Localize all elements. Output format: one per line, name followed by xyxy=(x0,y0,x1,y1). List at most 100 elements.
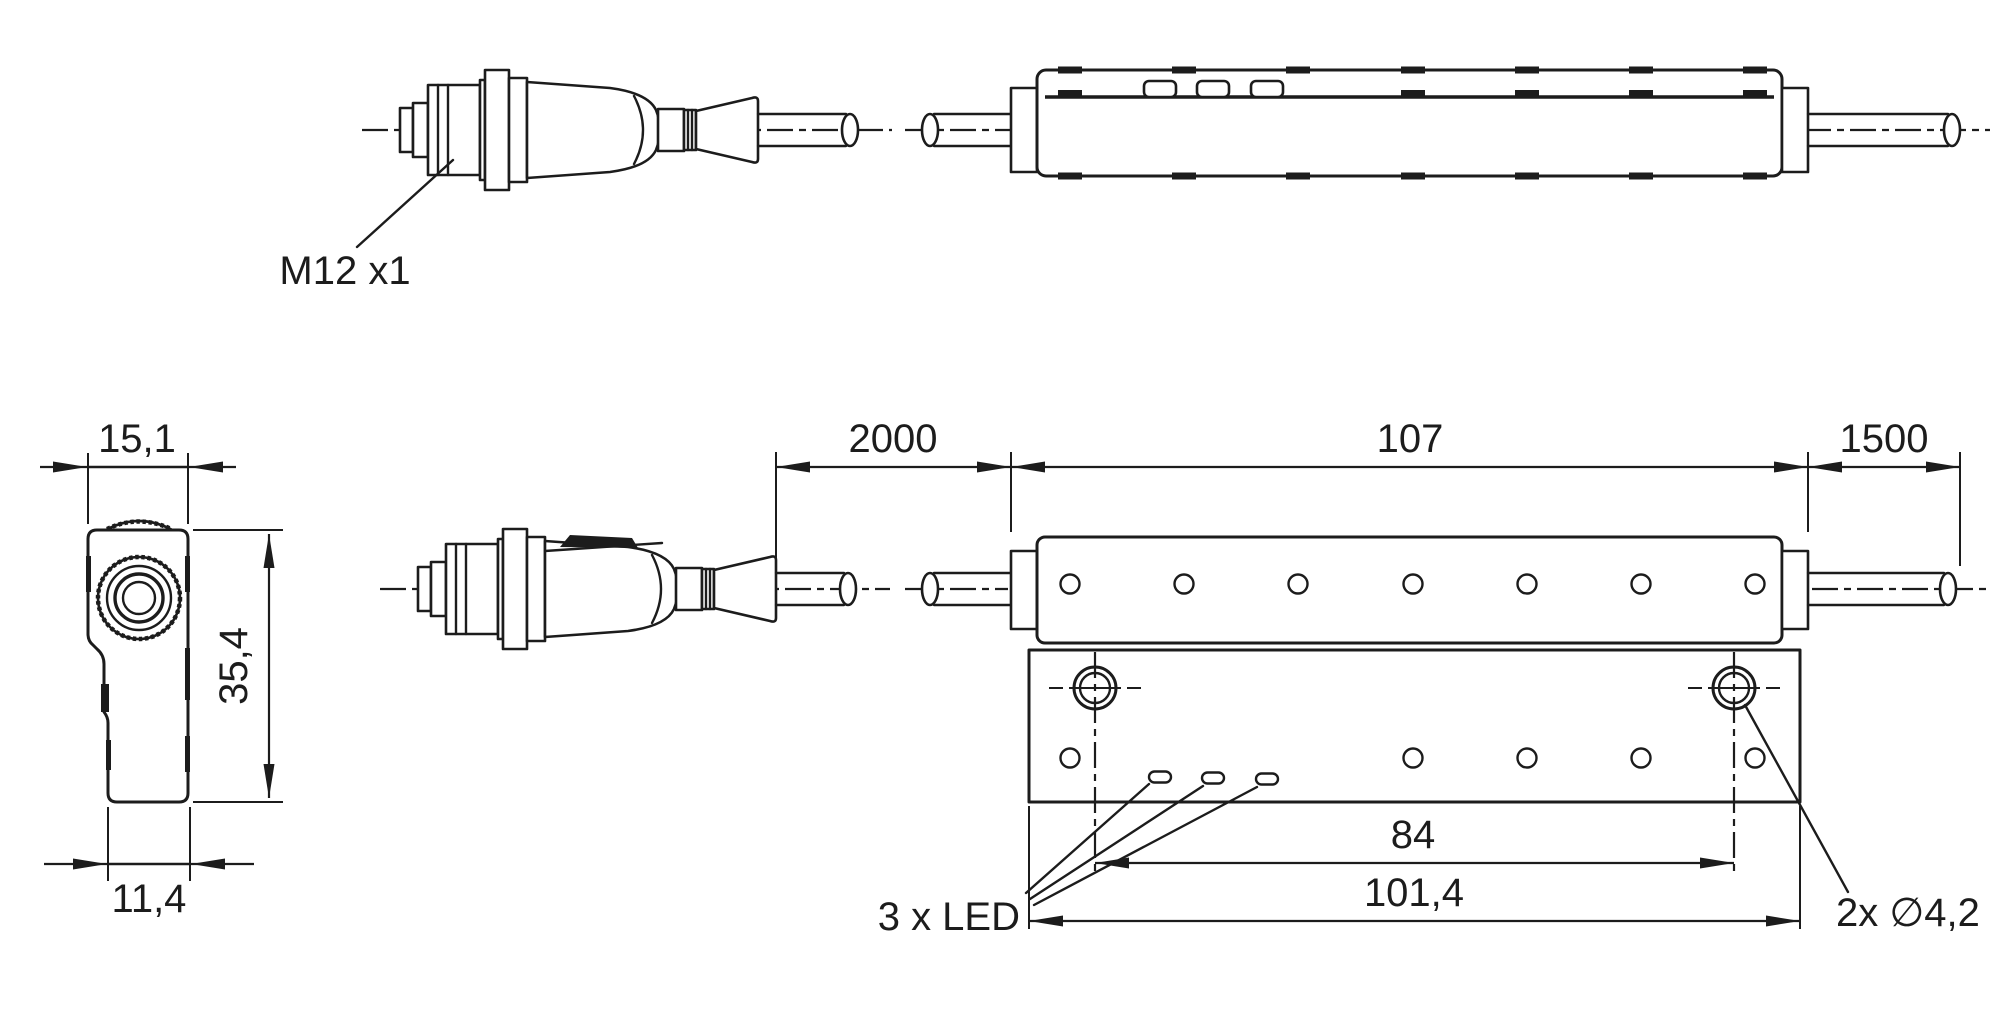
clip-mark xyxy=(1743,90,1767,97)
clip-mark xyxy=(1172,66,1196,74)
clip-marks xyxy=(1058,66,1767,180)
connector-tip xyxy=(398,106,415,154)
housing-bottom-view xyxy=(905,535,1992,804)
thread-lines xyxy=(454,542,468,636)
cable xyxy=(1806,112,1950,148)
housing-band xyxy=(1035,535,1784,645)
lens-ring xyxy=(113,572,165,624)
hole xyxy=(1173,573,1195,595)
led-mark xyxy=(1147,770,1173,784)
nut-collar xyxy=(507,76,529,184)
extension-line xyxy=(1010,452,1809,532)
clip-mark xyxy=(1515,172,1539,180)
hole xyxy=(1059,747,1081,769)
cable-break xyxy=(920,112,940,148)
end-cap xyxy=(1780,86,1810,174)
thread-label: M12 x1 xyxy=(279,249,410,293)
end-cap xyxy=(1780,549,1810,631)
dome-knurl xyxy=(106,519,172,532)
connector-cap xyxy=(429,560,448,618)
led-label-group: 3 x LED xyxy=(878,782,1259,939)
strain-relief xyxy=(712,555,778,623)
led-windows xyxy=(1142,79,1285,99)
connector-detail-view xyxy=(380,527,890,651)
bracket-holes xyxy=(1059,747,1766,769)
leader-line xyxy=(1028,784,1205,901)
lens-ring xyxy=(105,564,173,632)
clip-mark xyxy=(1401,66,1425,74)
tail-sleeve xyxy=(656,107,686,153)
clip-mark xyxy=(1401,172,1425,180)
clip-mark xyxy=(106,740,111,770)
hole xyxy=(1630,573,1652,595)
connector-thread xyxy=(444,542,500,636)
body-seam xyxy=(632,94,645,166)
extension-line xyxy=(107,807,191,881)
mounting-bracket xyxy=(1027,648,1802,804)
clip-mark xyxy=(86,556,91,592)
clip-mark xyxy=(185,736,190,772)
hole xyxy=(1287,573,1309,595)
knurled-nut xyxy=(483,68,511,192)
edge-clips xyxy=(86,556,190,772)
cable xyxy=(774,571,846,607)
end-view xyxy=(86,519,190,804)
connector-body xyxy=(543,539,680,639)
rib-lines xyxy=(686,108,694,152)
knurled-nut xyxy=(501,527,529,651)
leader-line xyxy=(355,158,455,249)
led-label: 3 x LED xyxy=(878,895,1020,939)
extension-line xyxy=(87,453,189,524)
dimension-cable-left: 2000 xyxy=(775,417,1011,562)
mount-holes-label-group: 2x ∅4,2 xyxy=(1743,703,1980,935)
connector-body xyxy=(525,80,662,180)
clip-mark xyxy=(101,684,109,712)
cable-break xyxy=(1938,571,1958,607)
led-mark xyxy=(1254,772,1280,786)
cable xyxy=(932,112,1013,148)
end-cap xyxy=(1009,549,1039,631)
leader-line xyxy=(1024,782,1151,895)
end-cap xyxy=(1009,86,1039,174)
clip-mark xyxy=(1629,172,1653,180)
led-window xyxy=(1249,79,1285,99)
dimension-text: 11,4 xyxy=(112,877,187,921)
band-holes xyxy=(1059,573,1766,595)
connector-side-view xyxy=(362,68,892,192)
cable-break xyxy=(838,571,858,607)
dimension-text: 107 xyxy=(1377,417,1444,461)
dimension-housing-length: 107 xyxy=(1010,417,1809,532)
rib-lines xyxy=(704,567,712,611)
strain-relief xyxy=(694,96,760,164)
connector-cap xyxy=(411,101,430,159)
tail-sleeve xyxy=(674,566,704,612)
nut-collar xyxy=(525,535,547,643)
lens-ring-knurl xyxy=(95,554,183,642)
cable xyxy=(756,112,848,148)
cable-break xyxy=(920,571,940,607)
dimension-cable-right: 1500 xyxy=(1808,417,1961,566)
hole xyxy=(1402,573,1424,595)
dimension-head-width: 15,1 xyxy=(40,417,236,524)
connector-tip xyxy=(416,565,433,613)
ribbed-ring xyxy=(682,108,698,152)
dimension-body-width: 11,4 xyxy=(44,807,254,921)
dimension-text: 15,1 xyxy=(98,417,176,461)
hole xyxy=(1059,573,1081,595)
led-window xyxy=(1195,79,1231,99)
hole xyxy=(1516,747,1538,769)
thread-label-group: M12 x1 xyxy=(279,158,455,293)
hole xyxy=(1402,747,1424,769)
thread-lines xyxy=(436,83,450,177)
cable xyxy=(1806,571,1946,607)
clip-mark xyxy=(185,648,190,700)
cable-break xyxy=(840,112,860,148)
latch xyxy=(560,535,638,548)
clip-mark xyxy=(1058,172,1082,180)
clip-mark xyxy=(185,556,190,592)
cable-break xyxy=(1942,112,1962,148)
clip-mark xyxy=(1743,172,1767,180)
hole xyxy=(1744,747,1766,769)
